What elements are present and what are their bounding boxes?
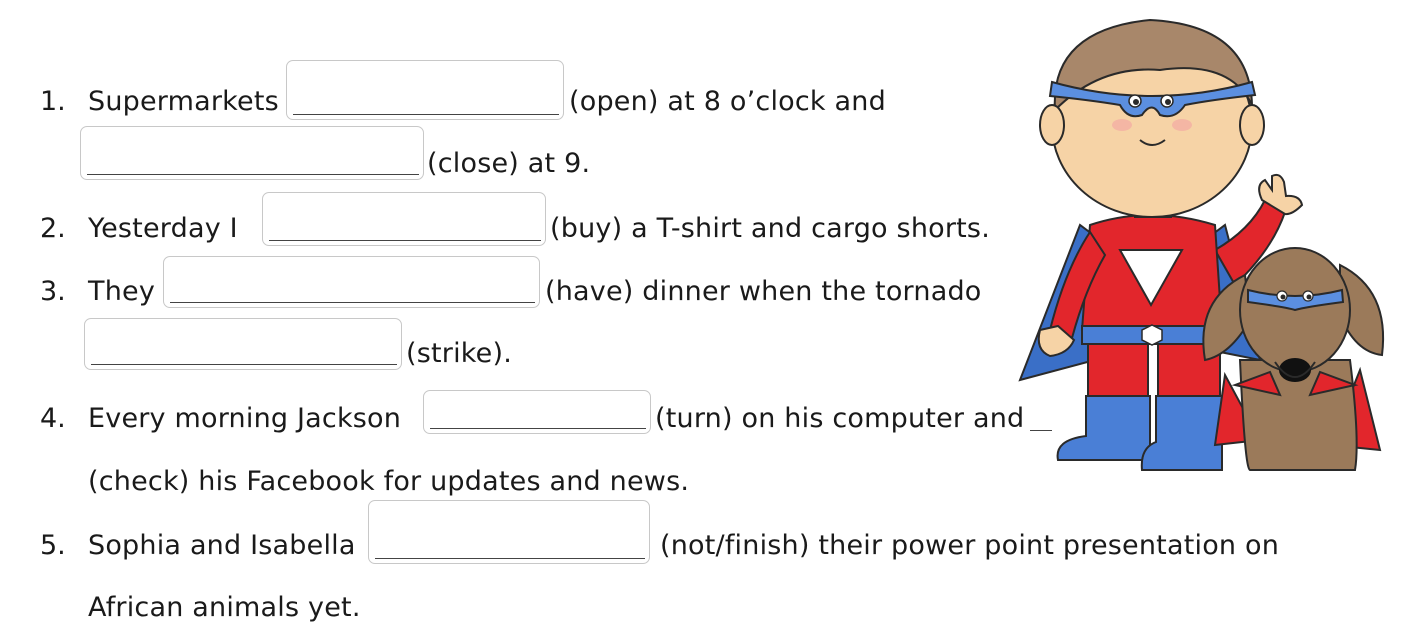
question-3-text-strike: (strike). [406,338,512,369]
answer-line-4b[interactable] [1030,430,1052,431]
question-2-text-start: Yesterday I [88,213,238,244]
question-3-text-have: (have) dinner when the tornado [545,276,982,307]
answer-box-3b[interactable] [84,318,402,370]
answer-box-2[interactable] [262,192,546,246]
waving-hand-icon [1258,173,1304,216]
question-5-number: 5. [40,530,66,561]
question-1-text-start: Supermarkets [88,86,279,117]
question-2-number: 2. [40,213,66,244]
question-3-text-start: They [88,276,155,307]
superhero-boy-and-dog-illustration [1018,18,1384,471]
answer-box-4a[interactable] [423,390,651,434]
question-1-number: 1. [40,86,66,117]
chest-emblem-icon [1118,249,1184,308]
answer-box-5[interactable] [368,500,650,564]
question-4-text-turn: (turn) on his computer and [655,403,1025,434]
answer-box-1b[interactable] [80,126,424,180]
question-1-text-close: (close) at 9. [427,148,591,179]
dog-ear-left-icon [1202,273,1252,362]
question-4-number: 4. [40,403,66,434]
mask-icon [1048,80,1257,118]
answer-box-1a[interactable] [286,60,564,120]
question-4-text-check: (check) his Facebook for updates and new… [88,466,690,497]
left-boot-icon [1056,395,1151,461]
question-2-text-buy: (buy) a T-shirt and cargo shorts. [550,213,990,244]
question-5-text-finish: (not/finish) their power point presentat… [660,530,1280,561]
question-4-text-start: Every morning Jackson [88,403,402,434]
dog-nose-icon [1279,358,1311,382]
question-3-number: 3. [40,276,66,307]
question-5-text-end: African animals yet. [88,592,361,623]
answer-box-3a[interactable] [163,256,540,308]
question-5-text-start: Sophia and Isabella [88,530,356,561]
right-boot-icon [1140,395,1223,471]
question-1-text-open: (open) at 8 o’clock and [569,86,886,117]
